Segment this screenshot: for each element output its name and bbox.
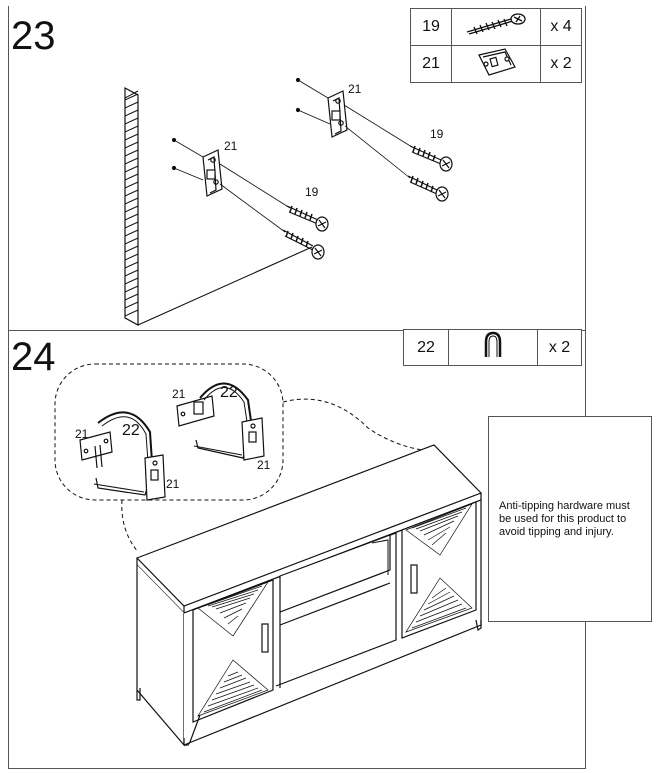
- step-24-parts-table: 22 x 2: [403, 329, 582, 366]
- parts-row: 22 x 2: [403, 329, 582, 366]
- safety-note-text: Anti-tipping hardware must be used for t…: [499, 499, 630, 538]
- screw-1: [286, 205, 329, 232]
- callout-bracket-left: 21: [224, 139, 238, 153]
- step-divider: [8, 330, 585, 331]
- hatch-line: [124, 181, 139, 189]
- callout-bracket-right: 21: [348, 82, 362, 96]
- hatch-line: [124, 133, 139, 141]
- callout-right-bracket-b: 21: [257, 458, 271, 472]
- hatch-line: [124, 285, 139, 293]
- hatch-line: [124, 149, 139, 157]
- hatch-line: [124, 229, 139, 237]
- hatch-line: [124, 261, 139, 269]
- hatch-line: [124, 125, 139, 133]
- hatch-line: [124, 117, 139, 125]
- tv-cabinet: [135, 444, 483, 747]
- detail-leader-top: [282, 398, 441, 453]
- part-qty: x 2: [540, 45, 582, 83]
- parts-row: 21 x 2: [410, 45, 582, 83]
- hatch-line: [124, 245, 139, 253]
- bracket-right: [327, 90, 348, 138]
- hatch-line: [124, 157, 139, 165]
- screw-icon: [451, 8, 541, 46]
- step-23-number: 23: [11, 14, 56, 58]
- strap-icon: [448, 329, 538, 366]
- hatch-line: [124, 309, 139, 317]
- hatch-line: [124, 301, 139, 309]
- callout-screw-right: 19: [430, 127, 444, 141]
- hatch-line: [124, 197, 139, 205]
- callout-right-strap: 22: [220, 384, 238, 401]
- hatch-line: [124, 221, 139, 229]
- callout-left-strap: 22: [122, 422, 140, 439]
- part-qty: x 4: [540, 8, 582, 46]
- wall-guide-line: [137, 246, 313, 326]
- bracket-left: [202, 149, 223, 197]
- screw-3: [409, 145, 453, 172]
- hatch-line: [124, 165, 139, 173]
- strap-assembly-right: [176, 382, 265, 461]
- step-23-parts-table: 19 x 4 21: [410, 8, 582, 83]
- hatch-line: [124, 109, 139, 117]
- part-qty: x 2: [537, 329, 582, 366]
- door-pattern-left: [197, 581, 269, 717]
- hatch-line: [124, 277, 139, 285]
- strap-assembly-left: [79, 411, 166, 501]
- hatch-line: [124, 173, 139, 181]
- hatch-line: [124, 237, 139, 245]
- door-pattern-right: [405, 503, 473, 633]
- detail-leader-bottom: [121, 499, 139, 553]
- step-24-number: 24: [11, 335, 56, 379]
- hatch-line: [124, 101, 139, 109]
- hatch-line: [124, 93, 139, 101]
- screw-2: [282, 229, 325, 260]
- callout-left-bracket-b: 21: [166, 477, 180, 491]
- hatch-line: [124, 293, 139, 301]
- hatch-line: [124, 253, 139, 261]
- wall-hatching: [124, 93, 139, 317]
- safety-note: Anti-tipping hardware must be used for t…: [488, 416, 652, 622]
- hatch-line: [124, 269, 139, 277]
- callout-right-bracket-a: 21: [172, 387, 186, 401]
- hatch-line: [124, 141, 139, 149]
- hatch-line: [124, 205, 139, 213]
- hatch-line: [124, 189, 139, 197]
- screw-4: [407, 175, 449, 202]
- detail-bubble: [54, 363, 284, 501]
- hatch-line: [124, 213, 139, 221]
- callout-screw-left: 19: [305, 185, 319, 199]
- callout-left-bracket-a: 21: [75, 427, 89, 441]
